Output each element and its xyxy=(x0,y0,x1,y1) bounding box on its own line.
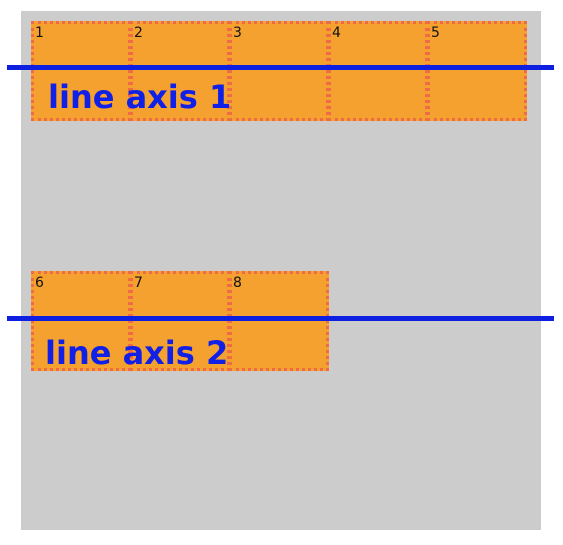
grid-cell: 1 xyxy=(31,21,131,121)
grid-cell: 4 xyxy=(328,21,428,121)
cell-number: 4 xyxy=(332,25,341,41)
cell-number: 5 xyxy=(431,25,440,41)
grid-cell: 3 xyxy=(229,21,329,121)
line-axis-1 xyxy=(7,65,554,70)
line-axis-1-label: line axis 1 xyxy=(48,78,232,116)
grid-cell: 6 xyxy=(31,271,131,371)
cell-number: 2 xyxy=(134,25,143,41)
cell-number: 1 xyxy=(35,25,44,41)
grid-cell: 7 xyxy=(130,271,230,371)
line-axis-2-label: line axis 2 xyxy=(45,334,229,372)
cell-number: 7 xyxy=(134,275,143,291)
grid-cell: 5 xyxy=(427,21,527,121)
cell-row-2: 6 7 8 xyxy=(31,271,329,371)
grid-cell: 8 xyxy=(229,271,329,371)
cell-number: 8 xyxy=(233,275,242,291)
cell-number: 6 xyxy=(35,275,44,291)
cell-row-1: 1 2 3 4 5 xyxy=(31,21,527,121)
grid-cell: 2 xyxy=(130,21,230,121)
cell-number: 3 xyxy=(233,25,242,41)
line-axis-2 xyxy=(7,316,554,321)
